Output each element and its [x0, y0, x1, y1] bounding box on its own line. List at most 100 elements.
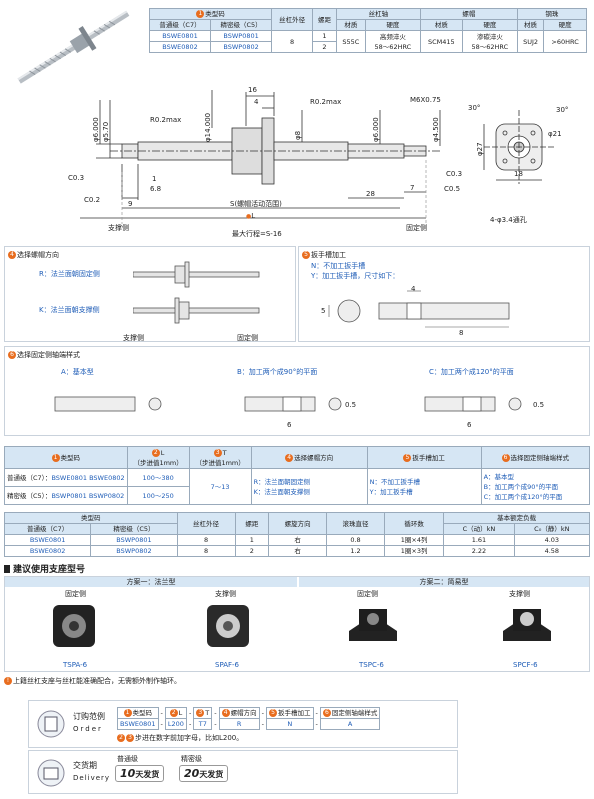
order-v4: R — [218, 718, 260, 730]
len-68: 6.8 — [150, 185, 161, 193]
delivery-d2: 20 — [184, 767, 200, 780]
ct-wr-y: Y：加工扳手槽 — [369, 487, 413, 496]
delivery-title-cn: 交货期 — [73, 761, 97, 770]
ct-row2-a: BSWP0801 — [51, 491, 87, 500]
type-normal: BSWE0802 — [148, 41, 212, 53]
st-r1-dia: 8 — [176, 534, 236, 546]
ct-dir-r: R：法兰面朝固定侧 — [253, 477, 311, 486]
ct-h-dir: 选择螺帽方向 — [294, 453, 334, 462]
sup-fixed-1: 固定侧 — [65, 590, 86, 598]
col-normal: 普通级（C7） — [148, 19, 212, 31]
ct-h-L: L — [160, 448, 165, 457]
delivery-panel: 交货期 Delivery 普通级 精密级 10天发货 20天发货 — [28, 750, 458, 794]
c02: C0.2 — [84, 196, 100, 204]
end-b-label: B：加工两个成90°的平面 — [237, 368, 318, 376]
st-r2-circ: 1圈×3列 — [383, 545, 445, 557]
angle-30-right: 30° — [556, 106, 568, 114]
len-28: 28 — [366, 190, 375, 198]
lead-value: 1 — [312, 30, 337, 42]
wrench-title: 扳手槽加工 — [311, 251, 346, 259]
st-h-load: 基本额定负载 — [443, 512, 590, 524]
d18: 18 — [514, 170, 523, 178]
dim-4: 4 — [254, 98, 259, 106]
delivery-unit: 天发货 — [199, 770, 224, 779]
angle-30-left: 30° — [468, 104, 480, 112]
ct-end-b: B：加工两个成90°的平面 — [483, 482, 559, 491]
ct-h-L-sub: （步进值1mm） — [133, 458, 183, 467]
col-screw: 丝杠轴 — [335, 8, 421, 20]
wrench-dim-4: 4 — [411, 285, 416, 293]
len-7: 7 — [410, 184, 414, 192]
st-h-circ: 循环数 — [383, 512, 445, 535]
delivery-normal: 普通级 — [117, 755, 138, 763]
st-h-normal: 普通级（C7） — [3, 523, 92, 535]
dir-k-label: K：法兰面朝支撑侧 — [39, 306, 100, 314]
order-h1: 类型码 — [132, 709, 153, 717]
st-r2-lead: 2 — [234, 545, 270, 557]
order-h5: 扳手槽加工 — [278, 709, 311, 717]
tspc-photo — [345, 601, 401, 651]
st-h-dia: 丝杠外径 — [176, 512, 236, 535]
wrench-drawing — [328, 290, 510, 328]
col-precise: 精密级（C5） — [210, 19, 273, 31]
shaft-end-drawing — [54, 396, 522, 412]
d8: φ8 — [294, 131, 302, 140]
d6-right: φ6.000 — [372, 117, 380, 142]
ct-dir-k: K：法兰面朝支撑侧 — [253, 487, 310, 496]
model-spcf: SPCF-6 — [513, 661, 538, 669]
ct-row2-grade: 精密级（C5）： — [7, 491, 52, 500]
dir-support: 支撑侧 — [123, 334, 144, 342]
wrench-dim-5: 5 — [321, 307, 326, 315]
ct-row1-L: 100～380 — [126, 468, 190, 487]
nut-mat: SCM415 — [419, 30, 463, 53]
st-r1-c0: 4.03 — [513, 534, 591, 546]
end-d6b: 6 — [467, 421, 472, 429]
col-ball: 钢珠 — [516, 8, 588, 20]
spaf-photo — [203, 601, 253, 651]
type-precise: BSWP0801 — [210, 30, 273, 42]
st-r2-precise: BSWP0802 — [90, 545, 178, 557]
order-v6: A — [319, 718, 381, 730]
sup-supp-2: 支撑侧 — [509, 590, 530, 598]
st-r2-c0: 4.58 — [513, 545, 591, 557]
st-r2-dir: 右 — [268, 545, 328, 557]
plan2: 方案二：简易型 — [299, 577, 589, 587]
type-precise: BSWP0802 — [210, 41, 273, 53]
sup-supp-1: 支撑侧 — [215, 590, 236, 598]
model-tspc: TSPC-6 — [359, 661, 384, 669]
end-d05b: 0.5 — [533, 401, 545, 409]
wrench-dim-8: 8 — [459, 329, 464, 337]
max-travel: 最大行程=S-16 — [232, 229, 282, 238]
delivery-precise: 精密级 — [181, 755, 202, 763]
col-type: 类型码 — [205, 10, 225, 18]
ct-row2-L: 100～250 — [126, 486, 190, 505]
c03a: C0.3 — [68, 174, 84, 182]
ct-row2-b: BSWP0802 — [88, 491, 125, 500]
dir-fixed: 固定侧 — [237, 334, 258, 342]
order-v2: L200 — [164, 718, 187, 730]
d14: φ14.000 — [204, 113, 212, 142]
model-spaf: SPAF-6 — [215, 661, 240, 669]
d27: φ27 — [476, 142, 484, 156]
ct-h-wrench: 扳手槽加工 — [412, 453, 445, 462]
st-r2-normal: BSWE0802 — [3, 545, 92, 557]
st-h-type: 类型码 — [4, 512, 178, 524]
st-h-ball: 滚珠直径 — [326, 512, 385, 535]
m6-thread: M6X0.75 — [410, 96, 441, 104]
r-mid: R0.2max — [310, 98, 341, 106]
ct-h-T-sub: （步进值1mm） — [195, 458, 245, 467]
ball-mat: SUJ2 — [516, 30, 545, 53]
sup-fixed-2: 固定侧 — [357, 590, 378, 598]
ct-row1-a: BSWE0801 — [51, 473, 87, 482]
delivery-d1: 10 — [120, 767, 136, 780]
len-9: 9 — [128, 200, 132, 208]
order-v1: BSWE0801 — [117, 718, 159, 730]
col-hard: 硬度 — [364, 19, 421, 31]
nut-hard: 渗碳淬火 58～62HRC — [461, 30, 518, 53]
col-nut: 螺帽 — [419, 8, 518, 20]
st-h-dir: 螺旋方向 — [268, 512, 328, 535]
dia-value: 8 — [271, 30, 314, 53]
